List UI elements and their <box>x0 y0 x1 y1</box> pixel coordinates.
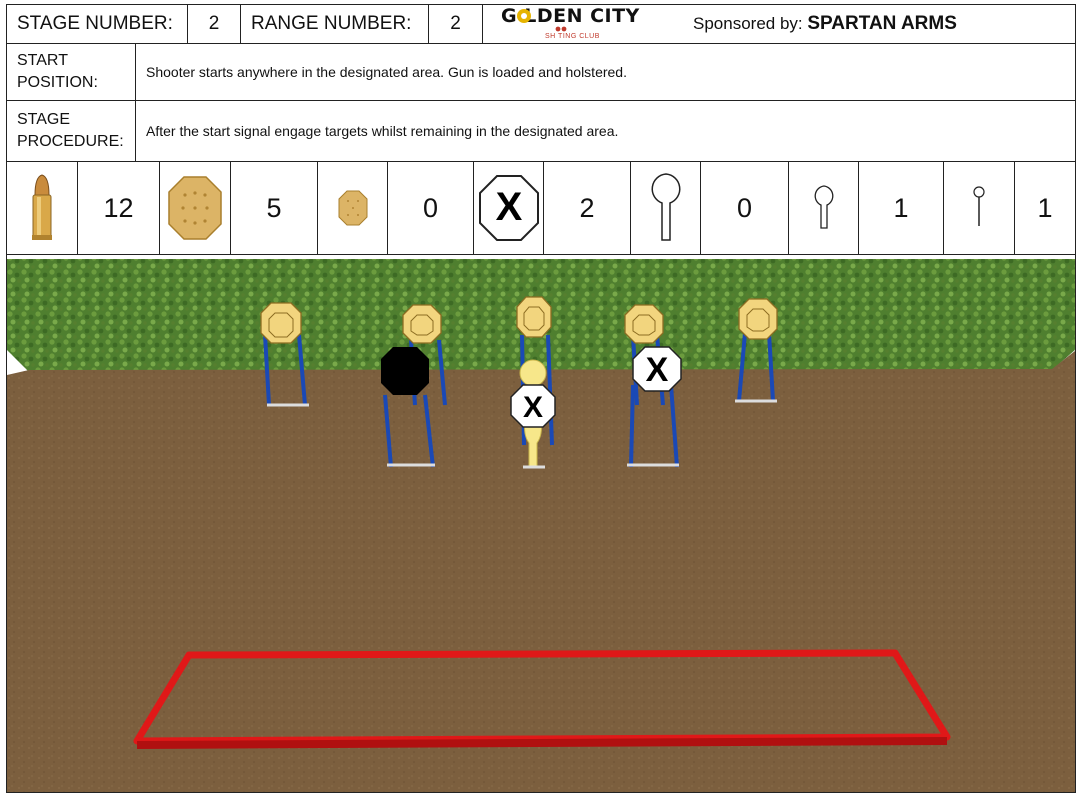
stage-layout-view: X X <box>7 255 1075 792</box>
start-position-label: START POSITION: <box>7 44 136 100</box>
sponsor-label: Sponsored by: <box>693 14 803 34</box>
stage-sheet: STAGE NUMBER: 2 RANGE NUMBER: 2 G LDEN C… <box>6 4 1076 793</box>
start-position-row: START POSITION: Shooter starts anywhere … <box>7 44 1075 101</box>
club-logo: G LDEN CITY SH TING CLUB <box>483 5 693 43</box>
bullet-count: 12 <box>78 162 160 254</box>
stage-number-value: 2 <box>188 5 241 43</box>
stage-procedure-label-line1: STAGE <box>17 109 70 131</box>
no-shoot-count: 2 <box>544 162 631 254</box>
small-steel-plate-icon <box>318 162 388 254</box>
start-position-text: Shooter starts anywhere in the designate… <box>136 44 1075 100</box>
stage-number-label: STAGE NUMBER: <box>7 5 188 43</box>
stage-procedure-text: After the start signal engage targets wh… <box>136 101 1075 161</box>
logo-dots-icon <box>555 26 567 32</box>
no-shoot-mark: X <box>495 185 522 229</box>
no-shoot-icon: X <box>474 162 544 254</box>
no-shoot-target-2-mark: X <box>646 351 669 389</box>
stage-scene: X X <box>7 255 1075 792</box>
large-steel-plate-count: 5 <box>231 162 318 254</box>
header-row: STAGE NUMBER: 2 RANGE NUMBER: 2 G LDEN C… <box>7 5 1075 44</box>
medium-popper-count: 1 <box>859 162 944 254</box>
medium-popper-icon <box>789 162 859 254</box>
stage-procedure-label-line2: PROCEDURE: <box>17 131 124 153</box>
club-logo-subtitle: SH TING CLUB <box>545 33 600 40</box>
sponsor: Sponsored by: SPARTAN ARMS <box>693 5 1075 43</box>
large-steel-plate-icon <box>160 162 231 254</box>
stage-procedure-row: STAGE PROCEDURE: After the start signal … <box>7 101 1075 162</box>
range-number-value: 2 <box>429 5 483 43</box>
large-popper-icon <box>631 162 701 254</box>
mini-popper-count: 1 <box>1015 162 1075 254</box>
target-count-row: 12 5 0 X 2 0 <box>7 162 1075 255</box>
stage-procedure-label: STAGE PROCEDURE: <box>7 101 136 161</box>
no-shoot-target-1-mark: X <box>523 391 543 424</box>
logo-crosshair-icon <box>516 8 532 24</box>
range-number-label: RANGE NUMBER: <box>241 5 429 43</box>
mini-popper-icon <box>944 162 1015 254</box>
no-shoot-target-1: X <box>511 385 555 427</box>
bullet-icon <box>7 162 78 254</box>
small-steel-plate-count: 0 <box>388 162 474 254</box>
large-popper-count: 0 <box>701 162 789 254</box>
sponsor-name: SPARTAN ARMS <box>807 13 957 35</box>
start-position-label-line1: START <box>17 50 68 72</box>
start-position-label-line2: POSITION: <box>17 72 98 94</box>
